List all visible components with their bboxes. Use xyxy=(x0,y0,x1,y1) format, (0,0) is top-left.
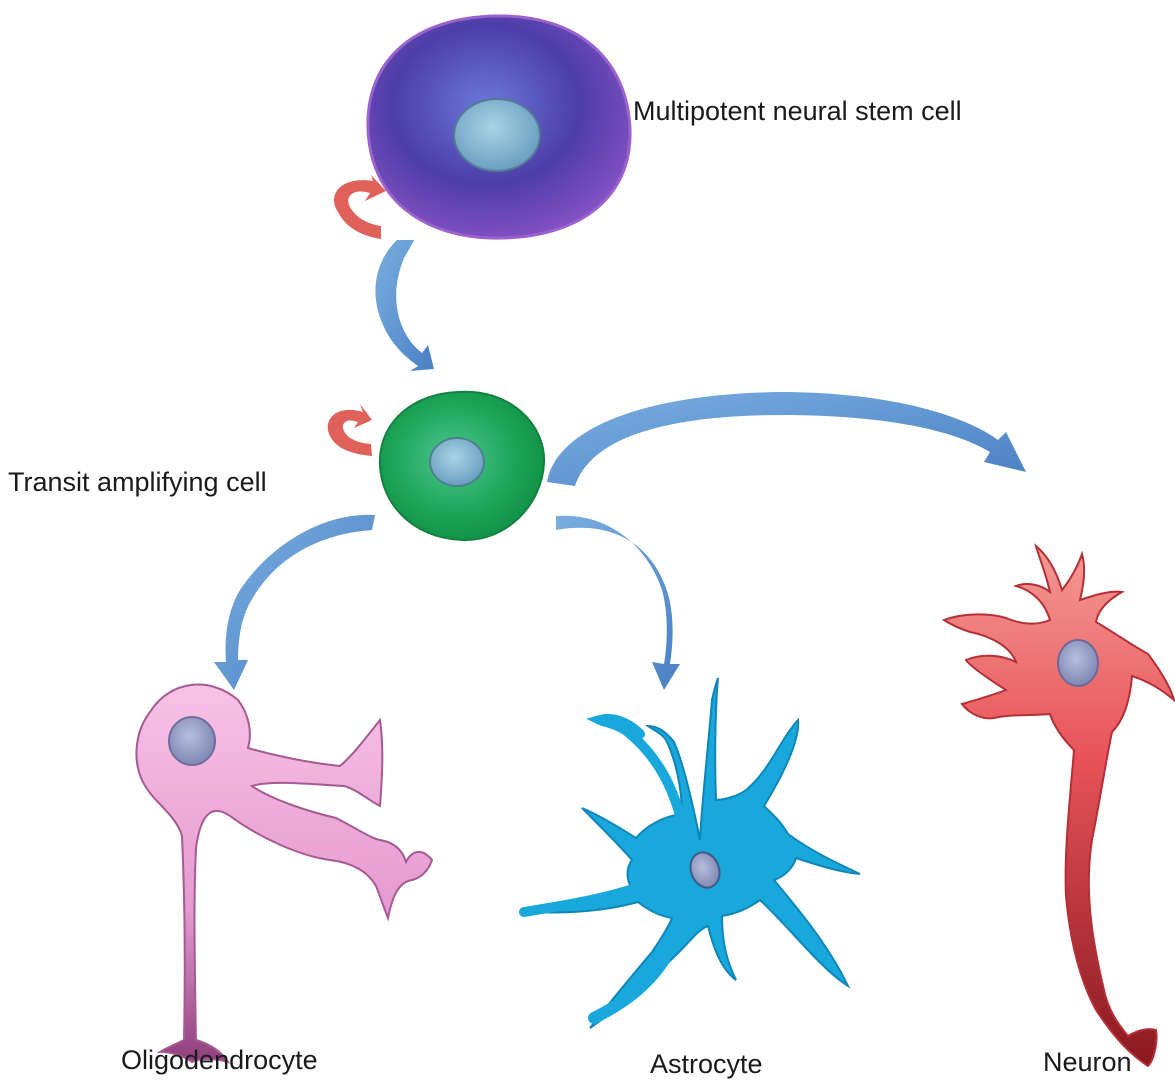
transit-to-neuron-arrow xyxy=(547,392,1026,486)
transit-self-renewal-arrow xyxy=(328,404,372,456)
transit-cell-nucleus xyxy=(430,438,484,486)
stem-to-transit-arrow xyxy=(375,240,434,371)
neuron-cell xyxy=(944,546,1174,1066)
transit-amplifying-cell xyxy=(380,392,544,540)
stem-cell xyxy=(368,16,630,238)
transit-to-oligodendrocyte-arrow xyxy=(214,515,375,690)
oligodendrocyte-nucleus xyxy=(169,717,215,765)
transit-cell-label: Transit amplifying cell xyxy=(8,467,267,497)
neuron-label: Neuron xyxy=(1043,1047,1132,1077)
astrocyte-cell xyxy=(524,678,860,1028)
transit-to-astrocyte-arrow xyxy=(556,516,680,690)
astrocyte-label: Astrocyte xyxy=(650,1049,763,1079)
neuron-nucleus xyxy=(1058,640,1098,686)
oligodendrocyte-cell xyxy=(136,685,432,1062)
stem-cell-nucleus xyxy=(454,99,540,171)
oligodendrocyte-label: Oligodendrocyte xyxy=(121,1045,318,1075)
stem-self-renewal-arrow xyxy=(334,175,386,239)
stem-cell-label: Multipotent neural stem cell xyxy=(633,96,962,126)
